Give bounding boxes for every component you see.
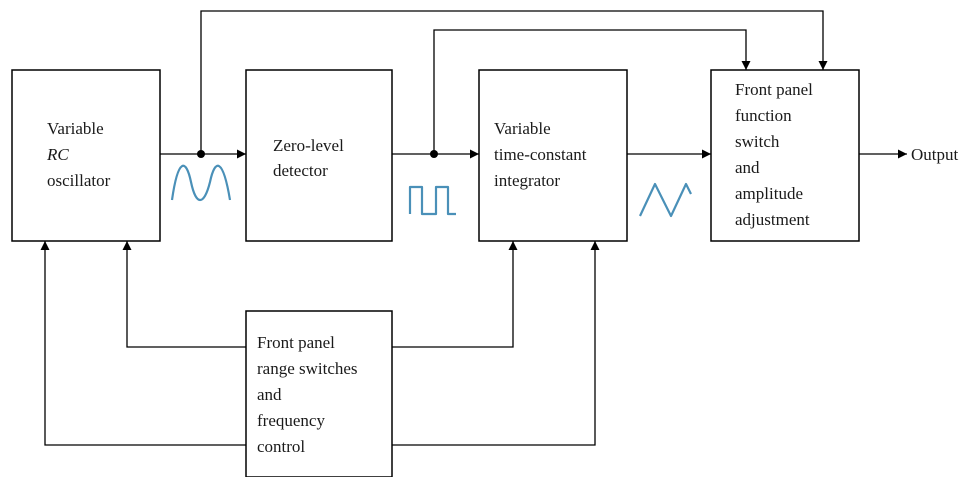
output-label: Output [911,145,959,164]
range-control-label-line2: range switches [257,359,358,378]
sine-to-function-switch-arrow [200,10,828,154]
sine-wave-icon [170,164,232,202]
range-to-integrator-outer-arrow [392,241,600,446]
detector-label-line2: detector [273,161,328,180]
function-switch-label-line5: amplitude [735,184,803,203]
range-control-label-line5: control [257,437,305,456]
square-to-function-switch-arrow [433,29,751,154]
integrator-label-line2: time-constant [494,145,587,164]
oscillator-label-line3: oscillator [47,171,111,190]
function-switch-label-line2: function [735,106,792,125]
square-wave-icon [408,185,456,216]
integrator-label-line1: Variable [494,119,551,138]
oscillator-label-line2: RC [46,145,69,164]
function-switch-label-line4: and [735,158,760,177]
oscillator-block: Variable RC oscillator [11,69,161,242]
oscillator-label-line1: Variable [47,119,104,138]
range-control-label-line1: Front panel [257,333,335,352]
range-to-integrator-inner-arrow [392,241,518,348]
detector-label-line1: Zero-level [273,136,344,155]
range-control-block: Front panel range switches and frequency… [245,310,393,477]
detector-block: Zero-level detector [245,69,393,242]
function-switch-label-line1: Front panel [735,80,813,99]
range-to-oscillator-outer-arrow [40,241,246,446]
function-switch-label-line6: adjustment [735,210,810,229]
integrator-label-line3: integrator [494,171,560,190]
range-to-oscillator-inner-arrow [122,241,246,348]
integrator-block: Variable time-constant integrator [478,69,628,242]
range-control-label-line4: frequency [257,411,325,430]
function-switch-label-line3: switch [735,132,780,151]
range-control-label-line3: and [257,385,282,404]
function-switch-block: Front panel function switch and amplitud… [710,69,860,242]
triangle-wave-icon [639,182,692,218]
